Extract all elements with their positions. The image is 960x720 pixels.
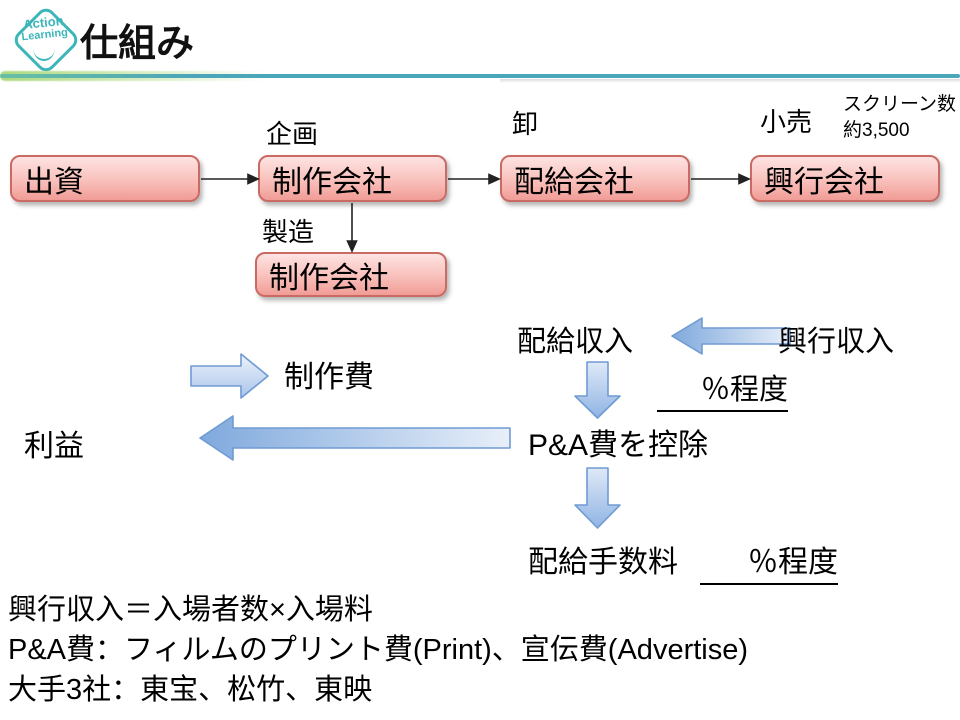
box-production-2-label: 制作会社 [269, 261, 389, 295]
box-distribution-company: 配給会社 [500, 155, 690, 202]
percent-blank-2: ％程度 [700, 537, 838, 585]
arrow-head-2 [488, 173, 501, 185]
text-box-office-revenue: 興行収入 [778, 326, 895, 358]
percent-blank-2-text: ％程度 [700, 537, 838, 585]
box-investment: 出資 [10, 155, 200, 202]
footnote-pa-definition: P&A費：フィルムのプリント費(Print)、宣伝費(Advertise) [8, 634, 749, 666]
arrow-head-1 [247, 173, 260, 185]
separator-teal-line [0, 74, 960, 78]
arrow-production-cost-right [190, 353, 269, 399]
text-production-cost: 制作費 [284, 361, 374, 394]
action-learning-logo-icon: Action Learning [10, 4, 82, 76]
text-profit: 利益 [24, 430, 84, 463]
arrow-profit-left [199, 415, 511, 461]
title-separator [0, 71, 960, 85]
logo-smile-arc [33, 48, 55, 61]
label-planning: 企画 [266, 119, 319, 149]
footnotes: 興行収入＝入場者数×入場料 P&A費：フィルムのプリント費(Print)、宣伝費… [8, 590, 748, 710]
arrow-distribution-revenue-down [574, 361, 621, 419]
box-distribution-label: 配給会社 [514, 165, 634, 199]
label-retail: 小売 [760, 107, 813, 137]
screen-count-note: スクリーン数 約3,500 [843, 92, 956, 144]
box-production-company-2: 制作会社 [255, 252, 447, 297]
text-pa-deduction: P&A費を控除 [528, 429, 709, 462]
arrow-head-4 [346, 240, 358, 253]
arrow-pa-deduction-down [574, 467, 621, 529]
percent-blank-1-text: ％程度 [657, 366, 789, 412]
text-distribution-revenue: 配給収入 [517, 326, 634, 358]
box-production-label: 制作会社 [272, 165, 392, 199]
box-investment-label: 出資 [24, 165, 84, 199]
percent-blank-1: ％程度 [657, 366, 789, 412]
page-title: 仕組み [80, 23, 195, 65]
arrow-boxoffice-to-distribution-revenue [671, 317, 791, 355]
label-wholesale: 卸 [512, 109, 539, 139]
box-exhibition-company: 興行会社 [750, 155, 940, 202]
label-manufacturing: 製造 [262, 217, 315, 247]
arrow-head-3 [738, 173, 751, 185]
screen-count-line1: スクリーン数 [843, 94, 957, 115]
box-exhibition-label: 興行会社 [764, 165, 884, 199]
box-production-company: 制作会社 [258, 155, 447, 202]
screen-count-line2: 約3,500 [843, 120, 910, 141]
footnote-major-three: 大手3社：東宝、松竹、東映 [8, 674, 373, 706]
text-distribution-fee: 配給手数料 [528, 546, 678, 579]
separator-shadow [500, 79, 960, 83]
footnote-box-office-formula: 興行収入＝入場者数×入場料 [8, 594, 373, 626]
